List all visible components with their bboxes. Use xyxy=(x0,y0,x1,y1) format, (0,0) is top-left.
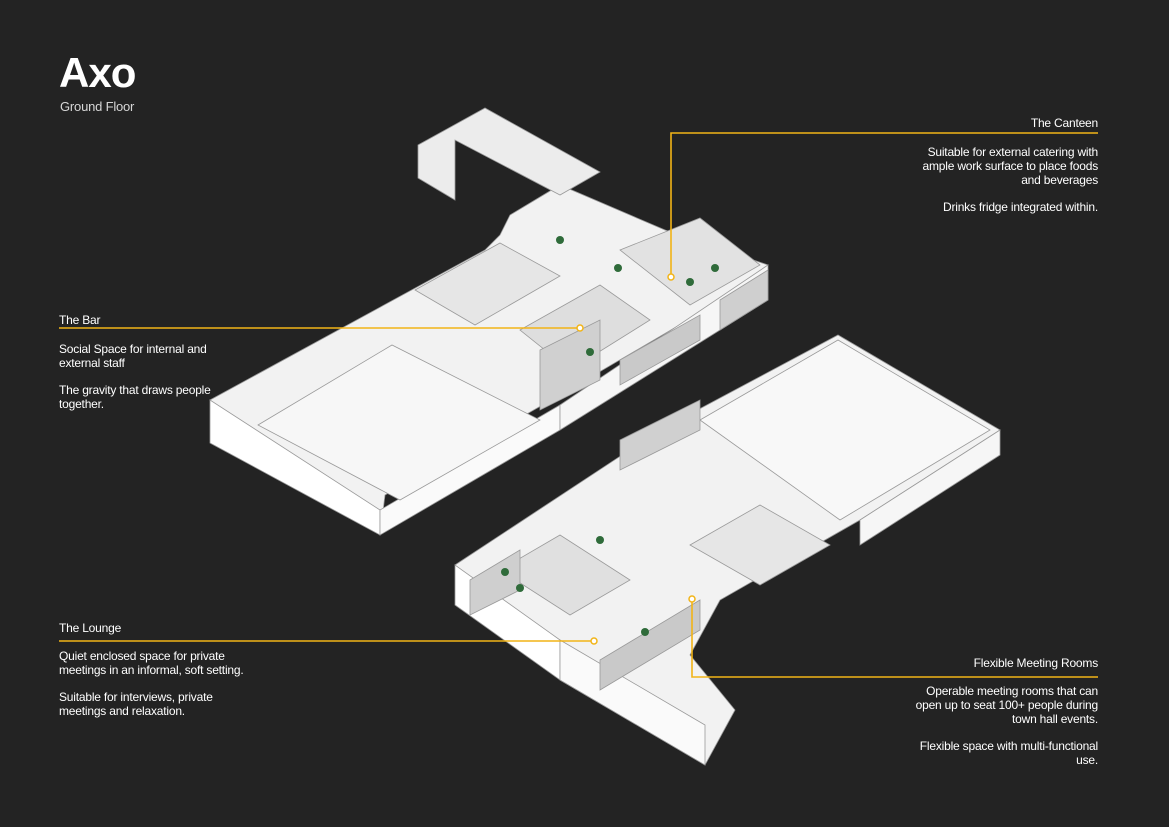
marker-bar xyxy=(576,324,584,332)
text-line: ample work surface to place foods xyxy=(922,159,1099,173)
page-title: Axo xyxy=(59,49,136,96)
text-line: Social Space for internal and xyxy=(59,342,207,356)
plant-icon xyxy=(556,236,564,244)
callout-bar-text: Social Space for internal and external s… xyxy=(59,342,279,424)
callout-meeting-title: Flexible Meeting Rooms xyxy=(973,656,1099,670)
leader-meeting xyxy=(691,599,1098,678)
text-line: open up to seat 100+ people during xyxy=(915,698,1099,712)
lower-glazing-b xyxy=(619,399,701,471)
callout-lounge-description: Quiet enclosed space for private meeting… xyxy=(59,649,299,677)
callout-bar-note: The gravity that draws people together. xyxy=(59,383,279,411)
marker-canteen xyxy=(667,273,675,281)
plant-icon xyxy=(596,536,604,544)
plant-icon xyxy=(711,264,719,272)
text-line: Drinks fridge integrated within. xyxy=(942,200,1098,214)
text-line: Operable meeting rooms that can xyxy=(926,684,1098,698)
text-line: Suitable for external catering with xyxy=(927,145,1099,159)
lower-building xyxy=(454,334,1001,766)
upper-rooms-mid xyxy=(414,242,561,326)
callout-canteen-description: Suitable for external catering with ampl… xyxy=(858,145,1099,187)
upper-canteen xyxy=(619,217,761,306)
plant-icon xyxy=(501,568,509,576)
lower-wall-south xyxy=(559,639,706,766)
text-line: together. xyxy=(59,397,104,411)
leader-canteen xyxy=(670,132,1098,277)
text-line: town hall events. xyxy=(1012,712,1098,726)
page-subtitle: Ground Floor xyxy=(60,99,135,114)
upper-room-large xyxy=(257,344,541,501)
plant-icon xyxy=(516,584,524,592)
upper-north-wing xyxy=(417,107,601,201)
text-line: Flexible space with multi-functional xyxy=(919,739,1098,753)
marker-lounge xyxy=(590,637,598,645)
plant-icon xyxy=(586,348,594,356)
text-line: external staff xyxy=(59,356,125,370)
callout-meeting-note: Flexible space with multi-functional use… xyxy=(858,739,1098,767)
leader-lines xyxy=(59,132,1098,678)
callout-meeting-text: Operable meeting rooms that can open up … xyxy=(858,684,1099,780)
callout-canteen-note: Drinks fridge integrated within. xyxy=(858,200,1098,214)
upper-glazing-c xyxy=(719,269,769,331)
callout-canteen-text: Suitable for external catering with ampl… xyxy=(858,145,1099,227)
lower-wall-east xyxy=(859,429,1001,546)
callout-meeting-description: Operable meeting rooms that can open up … xyxy=(858,684,1099,726)
text-line: use. xyxy=(1076,753,1098,767)
callout-lounge-text: Quiet enclosed space for private meeting… xyxy=(59,649,299,731)
callout-lounge-title: The Lounge xyxy=(59,621,122,635)
lower-meeting-rooms xyxy=(689,504,831,586)
text-line: The gravity that draws people xyxy=(59,383,211,397)
plant-icon xyxy=(614,264,622,272)
lower-lounge xyxy=(499,534,631,616)
lower-glazing-c xyxy=(599,599,701,691)
callout-lounge-note: Suitable for interviews, private meeting… xyxy=(59,690,299,718)
marker-meeting xyxy=(688,595,696,603)
lower-large-hall xyxy=(699,339,991,521)
text-line: and beverages xyxy=(1021,173,1098,187)
text-line: meetings and relaxation. xyxy=(59,704,185,718)
callout-bar-title: The Bar xyxy=(59,313,101,327)
text-line: Quiet enclosed space for private xyxy=(59,649,225,663)
upper-glazing-b xyxy=(619,314,701,386)
text-line: Suitable for interviews, private xyxy=(59,690,213,704)
plant-icon xyxy=(641,628,649,636)
text-line: meetings in an informal, soft setting. xyxy=(59,663,244,677)
plant-icon xyxy=(686,278,694,286)
leader-markers xyxy=(576,273,696,645)
callout-canteen-title: The Canteen xyxy=(1030,116,1098,130)
callout-bar-description: Social Space for internal and external s… xyxy=(59,342,279,370)
upper-building xyxy=(209,107,769,536)
